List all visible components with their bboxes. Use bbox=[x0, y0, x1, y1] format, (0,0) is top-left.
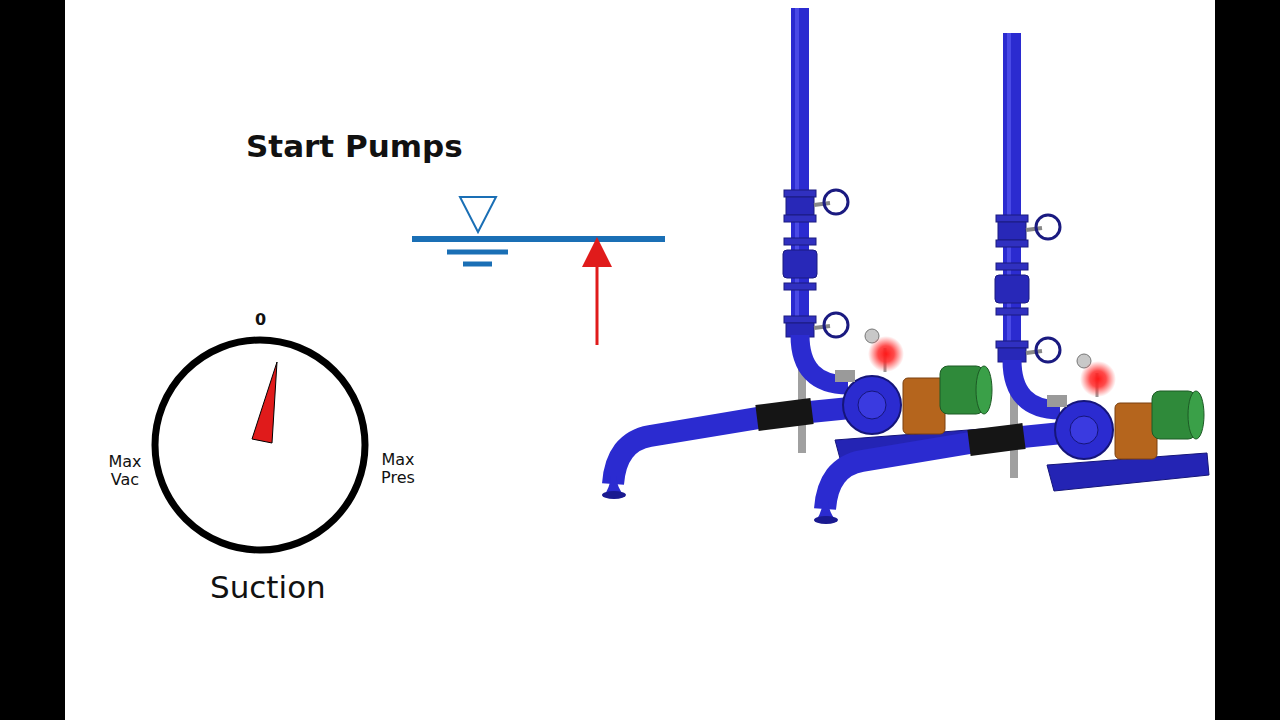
gauge-caption: Suction bbox=[210, 570, 326, 606]
gauge-min-label: Max Vac bbox=[99, 453, 151, 490]
gauge-zero: 0 bbox=[255, 311, 266, 329]
gauge-max-label: Max Pres bbox=[372, 451, 424, 488]
diagram-title: Start Pumps bbox=[246, 129, 463, 165]
